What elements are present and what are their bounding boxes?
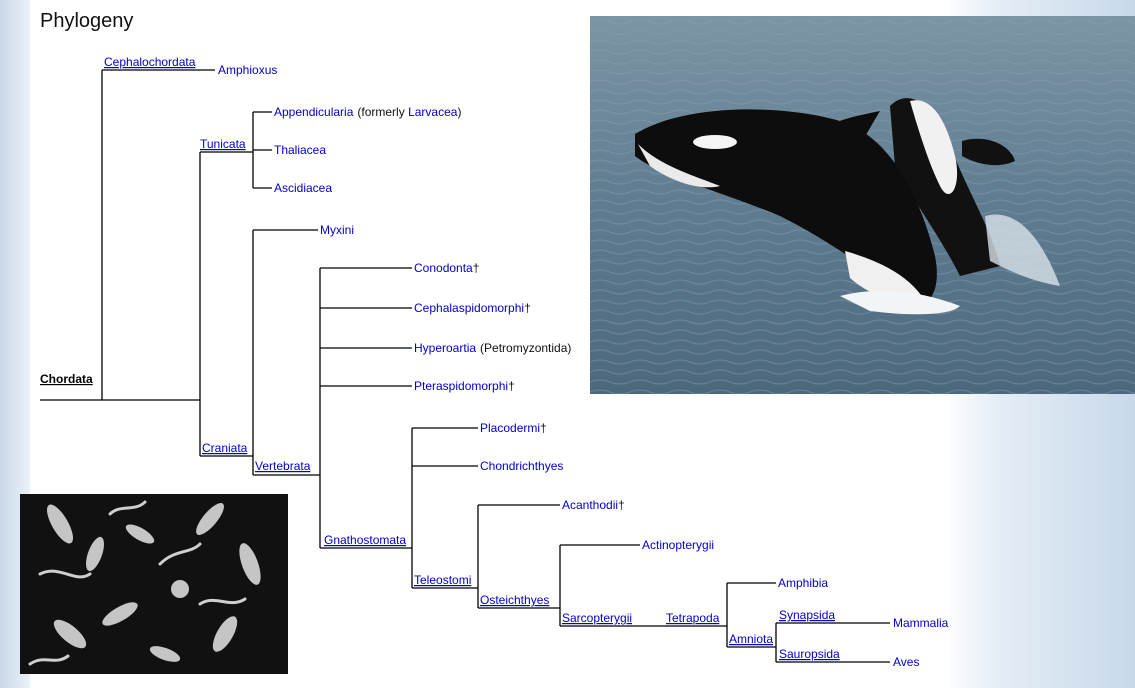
leaf-pteraspidomorphi[interactable]: Pteraspidomorphi bbox=[414, 379, 508, 393]
node-amniota[interactable]: Amniota bbox=[729, 632, 773, 646]
extinct-mark-conodonta: † bbox=[473, 261, 480, 275]
formerly-prefix: (formerly bbox=[357, 105, 408, 119]
node-chordata[interactable]: Chordata bbox=[40, 372, 93, 386]
leaf-acanthodii[interactable]: Acanthodii bbox=[562, 498, 618, 512]
node-gnathostomata[interactable]: Gnathostomata bbox=[324, 533, 406, 547]
leaf-acanthodii-line: Acanthodii† bbox=[562, 498, 625, 512]
node-sauropsida[interactable]: Sauropsida bbox=[779, 647, 840, 661]
leaf-amphioxus[interactable]: Amphioxus bbox=[218, 63, 277, 77]
leaf-hyperoartia-line: Hyperoartia (Petromyzontida) bbox=[414, 341, 571, 355]
node-tetrapoda[interactable]: Tetrapoda bbox=[666, 611, 720, 625]
leaf-ascidiacea[interactable]: Ascidiacea bbox=[274, 181, 332, 195]
orca-photo bbox=[590, 16, 1135, 394]
leaf-myxini[interactable]: Myxini bbox=[320, 223, 354, 237]
larvacea-photo bbox=[20, 494, 288, 674]
leaf-mammalia[interactable]: Mammalia bbox=[893, 616, 949, 630]
leaf-pteraspidomorphi-line: Pteraspidomorphi† bbox=[414, 379, 515, 393]
node-synapsida[interactable]: Synapsida bbox=[779, 608, 835, 622]
node-sarcopterygii[interactable]: Sarcopterygii bbox=[562, 611, 632, 625]
extinct-mark-placodermi: † bbox=[540, 421, 547, 435]
leaf-appendicularia-line: Appendicularia(formerly Larvacea) bbox=[274, 105, 461, 119]
leaf-amphibia[interactable]: Amphibia bbox=[778, 576, 828, 590]
node-teleostomi[interactable]: Teleostomi bbox=[414, 573, 471, 587]
node-cephalochordata[interactable]: Cephalochordata bbox=[104, 55, 196, 69]
leaf-placodermi[interactable]: Placodermi bbox=[480, 421, 540, 435]
leaf-aves[interactable]: Aves bbox=[893, 655, 919, 669]
node-vertebrata[interactable]: Vertebrata bbox=[255, 459, 311, 473]
node-tunicata[interactable]: Tunicata bbox=[200, 137, 246, 151]
leaf-actinopterygii[interactable]: Actinopterygii bbox=[642, 538, 714, 552]
node-osteichthyes[interactable]: Osteichthyes bbox=[480, 593, 549, 607]
leaf-cephalaspidomorphi[interactable]: Cephalaspidomorphi bbox=[414, 301, 524, 315]
extinct-mark-acanthodii: † bbox=[618, 498, 625, 512]
leaf-hyperoartia[interactable]: Hyperoartia bbox=[414, 341, 476, 355]
note-petromyzontida: (Petromyzontida) bbox=[480, 341, 571, 355]
node-craniata[interactable]: Craniata bbox=[202, 441, 248, 455]
larvacea-illustration bbox=[20, 494, 288, 674]
formerly-suffix: ) bbox=[457, 105, 461, 119]
leaf-conodonta[interactable]: Conodonta bbox=[414, 261, 473, 275]
leaf-larvacea[interactable]: Larvacea bbox=[408, 105, 458, 119]
leaf-conodonta-line: Conodonta† bbox=[414, 261, 479, 275]
extinct-mark-pteraspidomorphi: † bbox=[508, 379, 515, 393]
leaf-appendicularia[interactable]: Appendicularia bbox=[274, 105, 354, 119]
leaf-placodermi-line: Placodermi† bbox=[480, 421, 547, 435]
extinct-mark-cephalaspidomorphi: † bbox=[524, 301, 531, 315]
leaf-chondrichthyes[interactable]: Chondrichthyes bbox=[480, 459, 563, 473]
orca-illustration bbox=[590, 16, 1135, 394]
leaf-cephalaspidomorphi-line: Cephalaspidomorphi† bbox=[414, 301, 531, 315]
leaf-thaliacea[interactable]: Thaliacea bbox=[274, 143, 326, 157]
